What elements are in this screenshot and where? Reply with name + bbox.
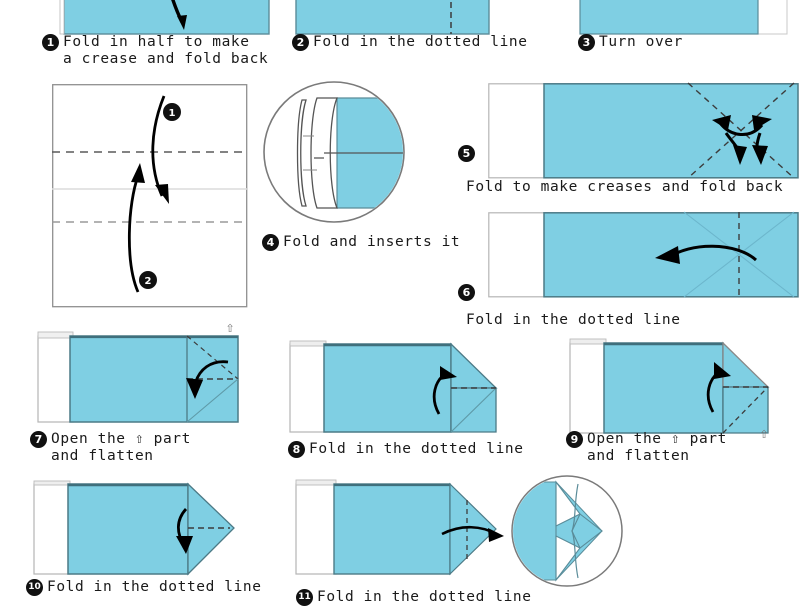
step-8-caption-text: Fold in the dotted line <box>309 441 524 457</box>
step-6-figure <box>488 211 800 300</box>
step-4-caption: 4 Fold and inserts it <box>262 233 512 251</box>
step-2-figure <box>295 0 496 38</box>
step-11-detail-magnifier <box>510 474 625 589</box>
step-3-caption: 3 Turn over <box>578 33 800 51</box>
step-5-caption-text: Fold to make creases and fold back <box>466 179 784 195</box>
svg-text:1: 1 <box>169 108 176 119</box>
step-1-caption: 1 Fold in half to make a crease and fold… <box>42 33 292 68</box>
step-11-figure <box>292 476 512 580</box>
step-9-figure: ⇧ <box>560 334 790 441</box>
step-4-figure: 1 2 <box>52 84 248 308</box>
step-3-number: 3 <box>578 34 595 51</box>
step-5-number-wrap: 5 <box>458 144 538 162</box>
step-6-number: 6 <box>458 284 475 301</box>
step-4-number: 4 <box>262 234 279 251</box>
step-2-caption-text: Fold in the dotted line <box>313 34 528 50</box>
step-11-caption: 11 Fold in the dotted line <box>296 588 576 606</box>
svg-text:2: 2 <box>145 276 152 287</box>
step-2-number: 2 <box>292 34 309 51</box>
step-6-caption: Fold in the dotted line <box>466 311 800 329</box>
step-7-figure: ⇧ <box>32 322 256 434</box>
step-3-caption-text: Turn over <box>599 34 683 50</box>
step-10-figure <box>30 478 256 578</box>
step-4-caption-text: Fold and inserts it <box>283 234 461 250</box>
step-9-caption-text: Open the ⇧ part and flatten <box>587 431 727 464</box>
step-5-figure <box>488 82 800 183</box>
step-10-number: 10 <box>26 579 43 596</box>
step-9-caption: 9 Open the ⇧ part and flatten <box>566 430 800 465</box>
step-8-number: 8 <box>288 441 305 458</box>
step-2-caption: 2 Fold in the dotted line <box>292 33 542 51</box>
step-8-figure <box>284 336 510 436</box>
step-8-caption: 8 Fold in the dotted line <box>288 440 538 458</box>
step-3-figure <box>579 0 795 38</box>
step-9-marker-glyph: ⇧ <box>759 428 768 441</box>
step-4-detail-magnifier <box>262 80 407 225</box>
step-7-number: 7 <box>30 431 47 448</box>
step-11-caption-text: Fold in the dotted line <box>317 589 532 605</box>
step-6-number-wrap: 6 <box>458 283 538 301</box>
step-11-number: 11 <box>296 589 313 606</box>
step-5-caption: Fold to make creases and fold back <box>466 178 800 196</box>
step-7-caption-text: Open the ⇧ part and flatten <box>51 431 191 464</box>
step-5-number: 5 <box>458 145 475 162</box>
step-9-number: 9 <box>566 431 583 448</box>
step-6-caption-text: Fold in the dotted line <box>466 312 681 328</box>
step-10-caption-text: Fold in the dotted line <box>47 579 262 595</box>
step-7-caption: 7 Open the ⇧ part and flatten <box>30 430 270 465</box>
step-1-number: 1 <box>42 34 59 51</box>
step-1-figure <box>59 0 275 38</box>
step-7-marker-glyph: ⇧ <box>225 322 234 335</box>
step-1-caption-text: Fold in half to make a crease and fold b… <box>63 34 269 67</box>
step-10-caption: 10 Fold in the dotted line <box>26 578 296 596</box>
